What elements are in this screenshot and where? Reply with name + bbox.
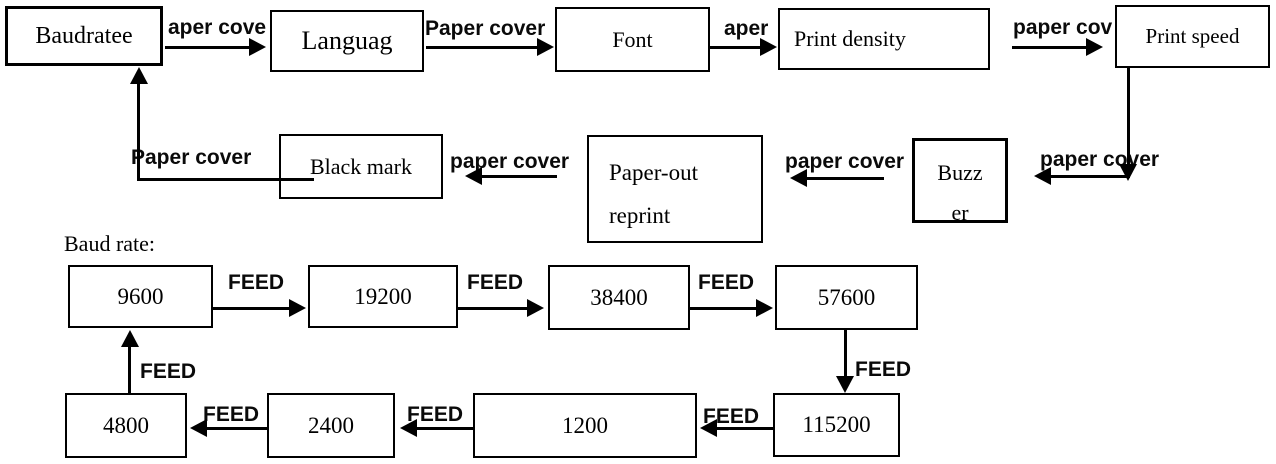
node-1200: 1200 <box>473 393 697 458</box>
connector-4800-up-line <box>128 346 131 393</box>
arrowhead-font-to-print-density <box>760 38 777 56</box>
arrowhead-4800-to-9600 <box>121 330 139 347</box>
feed-label-1200-to-2400: FEED <box>407 403 464 426</box>
node-font: Font <box>555 7 710 72</box>
arrow-line-language-to-font <box>426 46 538 49</box>
node-black-mark-label: Black mark <box>309 153 413 179</box>
baud-rate-heading: Baud rate: <box>64 231 156 256</box>
node-38400: 38400 <box>548 265 690 330</box>
connector-black-mark-up-line <box>137 84 140 180</box>
arrow-line-19200-to-38400 <box>458 307 528 310</box>
edge-label-font-to-print-density: aper <box>724 17 769 40</box>
feed-label-38400-to-57600: FEED <box>698 271 755 294</box>
node-2400: 2400 <box>267 393 395 458</box>
node-9600: 9600 <box>68 265 213 328</box>
arrow-line-9600-to-19200 <box>213 307 290 310</box>
edge-label-black-mark-to-baudrate: Paper cover <box>131 146 252 169</box>
node-buzzer-label-line2: er <box>951 200 969 223</box>
node-19200-label: 19200 <box>354 283 412 309</box>
arrowhead-language-to-font <box>537 38 554 56</box>
node-print-density-label: Print density <box>794 26 906 51</box>
connector-print-speed-down-line <box>1127 68 1130 178</box>
arrowhead-black-mark-to-baudrate <box>130 67 148 84</box>
node-print-density: Print density <box>778 8 990 70</box>
arrow-line-buzzer-to-paper-out <box>806 177 884 180</box>
edge-label-print-speed-to-buzzer: paper cover <box>1040 148 1160 171</box>
arrowhead-paper-out-to-black-mark <box>465 167 482 185</box>
node-38400-label: 38400 <box>590 284 648 310</box>
node-1200-label: 1200 <box>562 412 608 438</box>
edge-label-buzzer-to-paper-out: paper cover <box>785 150 905 173</box>
connector-black-mark-left-line <box>137 178 314 181</box>
node-4800: 4800 <box>65 393 187 458</box>
arrow-line-115200-to-1200 <box>717 427 773 430</box>
node-115200-label: 115200 <box>802 412 871 437</box>
node-language: Languag <box>270 10 424 72</box>
arrowhead-115200-to-1200 <box>700 419 717 437</box>
arrow-line-print-speed-to-buzzer <box>1050 175 1129 178</box>
arrowhead-57600-to-115200 <box>836 376 854 393</box>
node-print-speed-label: Print speed <box>1145 24 1240 48</box>
node-19200: 19200 <box>308 265 458 328</box>
node-2400-label: 2400 <box>308 412 354 438</box>
feed-label-4800-to-9600: FEED <box>140 360 197 383</box>
edge-label-print-density-to-print-speed: paper cov <box>1013 16 1113 39</box>
node-font-label: Font <box>612 26 653 52</box>
arrowhead-1200-to-2400 <box>400 419 417 437</box>
arrowhead-print-density-to-print-speed <box>1086 38 1103 56</box>
node-baudrate: Baudratee <box>5 6 163 66</box>
node-9600-label: 9600 <box>117 283 164 309</box>
node-buzzer: Buzz er <box>912 138 1008 223</box>
feed-label-57600-to-115200: FEED <box>855 358 912 381</box>
node-115200: 115200 <box>773 393 900 457</box>
arrowhead-print-speed-down <box>1119 164 1137 181</box>
arrow-line-2400-to-4800 <box>207 427 267 430</box>
arrowhead-19200-to-38400 <box>527 299 544 317</box>
connector-57600-down-line <box>844 330 847 378</box>
arrow-line-baudrate-to-language <box>165 46 251 49</box>
node-buzzer-label-line1: Buzz <box>937 160 983 185</box>
feed-label-2400-to-4800: FEED <box>203 403 260 426</box>
node-paper-out-label-line2: reprint <box>609 203 671 228</box>
node-57600-label: 57600 <box>817 284 876 310</box>
edge-label-language-to-font: Paper cover <box>425 17 546 40</box>
arrow-line-38400-to-57600 <box>690 307 757 310</box>
arrow-line-1200-to-2400 <box>417 427 473 430</box>
arrowhead-9600-to-19200 <box>289 299 306 317</box>
arrowhead-38400-to-57600 <box>756 299 773 317</box>
arrowhead-2400-to-4800 <box>190 419 207 437</box>
arrowhead-buzzer-to-paper-out <box>790 169 807 187</box>
feed-label-115200-to-1200: FEED <box>703 405 760 428</box>
edge-label-baudrate-to-language: aper cove <box>168 16 267 39</box>
node-print-speed: Print speed <box>1115 5 1270 68</box>
node-paper-out-reprint: Paper-out reprint <box>587 135 763 243</box>
node-language-label: Languag <box>301 26 393 55</box>
arrow-line-print-density-to-print-speed <box>1012 46 1086 49</box>
arrow-line-font-to-print-density <box>710 46 762 49</box>
arrowhead-baudrate-to-language <box>249 38 266 56</box>
node-57600: 57600 <box>775 265 918 330</box>
feed-label-19200-to-38400: FEED <box>467 271 524 294</box>
arrow-line-paper-out-to-black-mark <box>481 175 557 178</box>
arrowhead-print-speed-to-buzzer <box>1034 167 1051 185</box>
node-baudrate-label: Baudratee <box>35 22 133 49</box>
node-paper-out-label-line1: Paper-out <box>609 160 698 185</box>
feed-label-9600-to-19200: FEED <box>228 271 285 294</box>
node-4800-label: 4800 <box>103 412 149 438</box>
node-black-mark: Black mark <box>279 134 443 199</box>
